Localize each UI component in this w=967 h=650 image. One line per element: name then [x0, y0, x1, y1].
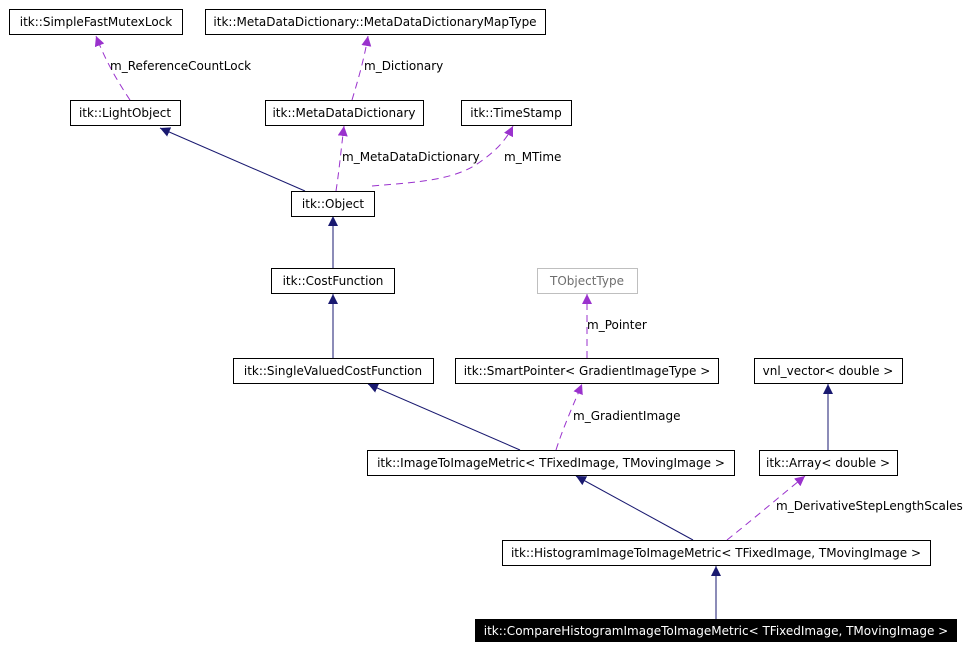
label-pointer: m_Pointer: [587, 318, 647, 332]
edge-metadict-uses-maptype: [351, 35, 372, 101]
svg-text:itk::LightObject: itk::LightObject: [79, 106, 171, 120]
node-image-to-image-metric[interactable]: itk::ImageToImageMetric< TFixedImage, TM…: [367, 450, 735, 476]
svg-text:itk::Object: itk::Object: [302, 197, 364, 211]
edge-histogram-to-imagetoimage: [575, 475, 694, 541]
svg-text:vnl_vector< double >: vnl_vector< double >: [763, 364, 894, 378]
node-object[interactable]: itk::Object: [291, 191, 375, 217]
node-metadata-dictionary[interactable]: itk::MetaDataDictionary: [265, 100, 424, 126]
svg-text:itk::SmartPointer< GradientIma: itk::SmartPointer< GradientImageType >: [464, 364, 711, 378]
node-array[interactable]: itk::Array< double >: [759, 450, 898, 476]
node-vnl-vector[interactable]: vnl_vector< double >: [754, 358, 903, 384]
label-gradient-image: m_GradientImage: [573, 409, 681, 423]
svg-text:itk::MetaDataDictionary::MetaD: itk::MetaDataDictionary::MetaDataDiction…: [213, 15, 536, 29]
label-mtime: m_MTime: [504, 150, 561, 164]
edge-object-uses-metadict: [335, 125, 348, 192]
label-reference-count-lock: m_ReferenceCountLock: [110, 59, 251, 73]
svg-text:TObjectType: TObjectType: [549, 274, 624, 288]
edge-imagetoimage-uses-smartpointer: [555, 383, 583, 451]
svg-text:itk::ImageToImageMetric< TFixe: itk::ImageToImageMetric< TFixedImage, TM…: [377, 456, 725, 470]
label-metadata-dictionary: m_MetaDataDictionary: [342, 150, 480, 164]
node-smart-pointer[interactable]: itk::SmartPointer< GradientImageType >: [455, 358, 719, 384]
node-simple-fast-mutex-lock[interactable]: itk::SimpleFastMutexLock: [9, 9, 183, 35]
svg-text:itk::TimeStamp: itk::TimeStamp: [470, 106, 561, 120]
label-dictionary: m_Dictionary: [364, 59, 443, 73]
usage-edges: [94, 35, 806, 541]
svg-text:itk::CompareHistogramImageToIm: itk::CompareHistogramImageToImageMetric<…: [484, 624, 949, 638]
node-time-stamp[interactable]: itk::TimeStamp: [461, 100, 572, 126]
node-tobject-type[interactable]: TObjectType: [537, 268, 638, 294]
svg-text:itk::MetaDataDictionary: itk::MetaDataDictionary: [272, 106, 415, 120]
node-metadata-dictionary-map-type[interactable]: itk::MetaDataDictionary::MetaDataDiction…: [205, 9, 546, 35]
svg-text:itk::SimpleFastMutexLock: itk::SimpleFastMutexLock: [20, 15, 173, 29]
edge-histogram-uses-array: [726, 475, 806, 541]
node-compare-histogram-image-to-image-metric[interactable]: itk::CompareHistogramImageToImageMetric<…: [475, 619, 957, 642]
svg-text:itk::Array< double >: itk::Array< double >: [766, 456, 890, 470]
inheritance-edges: [159, 127, 833, 619]
svg-text:itk::SingleValuedCostFunction: itk::SingleValuedCostFunction: [244, 364, 422, 378]
edge-lightobject-uses-mutex: [94, 35, 131, 101]
node-light-object[interactable]: itk::LightObject: [70, 100, 181, 126]
svg-text:itk::CostFunction: itk::CostFunction: [283, 274, 384, 288]
edge-labels: m_ReferenceCountLock m_Dictionary m_Meta…: [110, 59, 963, 513]
edge-object-to-lightobject: [159, 127, 306, 192]
label-derivative-step-length-scales: m_DerivativeStepLengthScales: [776, 499, 963, 513]
node-histogram-image-to-image-metric[interactable]: itk::HistogramImageToImageMetric< TFixed…: [502, 540, 931, 566]
node-cost-function[interactable]: itk::CostFunction: [271, 268, 395, 294]
svg-text:itk::HistogramImageToImageMetr: itk::HistogramImageToImageMetric< TFixed…: [511, 546, 921, 560]
node-single-valued-cost-function[interactable]: itk::SingleValuedCostFunction: [233, 358, 434, 384]
edge-imagetoimage-to-singlevalued: [367, 383, 521, 451]
